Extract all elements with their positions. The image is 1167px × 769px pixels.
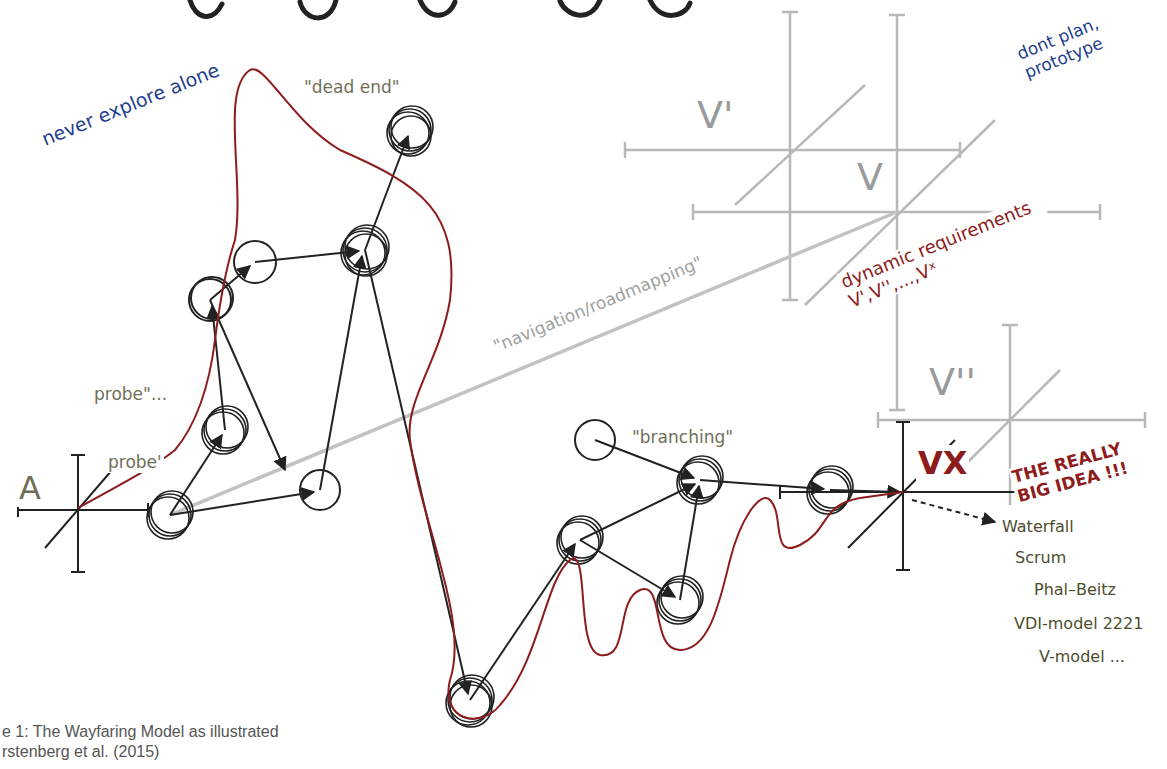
probe-label: "dead end": [302, 78, 402, 98]
axis-tick: [896, 569, 910, 571]
note: dont plan, prototype: [1012, 8, 1123, 83]
axis-tick: [782, 299, 798, 302]
axis-tick: [71, 454, 85, 456]
probe-circle: [189, 277, 233, 321]
wayfaring-path: [78, 69, 903, 718]
title-stroke: [300, 0, 336, 18]
method-name: V-model ...: [1037, 648, 1127, 666]
probe-circle: [657, 576, 703, 624]
line-label: "navigation/roadmapping": [489, 252, 707, 357]
axis-tick: [1099, 204, 1102, 220]
start-label: A: [17, 470, 43, 507]
method-name: Waterfall: [1000, 518, 1076, 536]
probe-label: probe': [106, 453, 164, 473]
probe-label: "branching": [630, 428, 735, 448]
note: THE REALLY BIG IDEA !!!: [1008, 434, 1148, 506]
axis-tick: [71, 571, 85, 573]
method-name: Scrum: [1013, 549, 1068, 567]
requirement-axes-grey: [625, 12, 1145, 505]
axis-tick: [692, 204, 695, 220]
probe-arrow: [210, 300, 285, 470]
method-name: Phal–Beitz: [1032, 581, 1118, 599]
figure-caption: e 1: The Wayfaring Model as illustrated …: [2, 722, 302, 762]
method-pointer: [912, 500, 995, 522]
title-stroke: [190, 0, 222, 16]
axis-line: [18, 509, 148, 511]
probe-circle: [557, 516, 603, 564]
axis-tick: [1144, 412, 1147, 428]
probe-circle: [300, 470, 340, 510]
probe-arrows: [170, 136, 900, 700]
axis-line: [77, 455, 79, 572]
probe-circle: [147, 491, 193, 539]
probe-circle: [575, 420, 615, 460]
axis-line: [735, 85, 865, 205]
axis-tick: [896, 421, 910, 423]
requirement-label: V'': [927, 361, 978, 405]
probe-arrow: [470, 544, 575, 700]
probe-circle: [387, 106, 433, 156]
axis-tick: [779, 485, 781, 499]
axis-tick: [782, 11, 798, 14]
roadmap-line: [170, 212, 897, 515]
note: never explore alone: [37, 59, 225, 152]
axis-tick: [877, 412, 880, 428]
probe-circle: [807, 466, 853, 514]
title-remnant: [190, 0, 690, 18]
axis-line: [45, 470, 112, 548]
probe-arrow: [580, 484, 695, 540]
requirement-label: V: [855, 156, 885, 200]
probe-circle: [341, 225, 389, 276]
start-end-axes: [18, 422, 1030, 572]
probe-label: probe"...: [92, 385, 169, 405]
probe-circle: [234, 241, 276, 283]
probe-circle: [677, 456, 723, 504]
axis-tick: [889, 409, 905, 412]
axis-tick: [1002, 324, 1018, 327]
note: dynamic requirements V',V'',...,Vˣ: [836, 192, 1055, 312]
requirement-label: V': [695, 94, 735, 138]
probe-arrow: [580, 540, 675, 597]
axis-tick: [889, 14, 905, 17]
probe-arrow: [830, 490, 900, 492]
probe-circles: [147, 106, 853, 727]
title-stroke: [560, 0, 600, 15]
axis-line: [902, 422, 904, 570]
probe-circle: [202, 406, 248, 454]
method-name: VDI-model 2221: [1012, 615, 1145, 633]
title-stroke: [420, 0, 455, 15]
title-stroke: [650, 0, 690, 15]
axis-tick: [624, 142, 627, 158]
probe-arrow: [320, 256, 362, 490]
goal-label: VX: [916, 445, 969, 482]
